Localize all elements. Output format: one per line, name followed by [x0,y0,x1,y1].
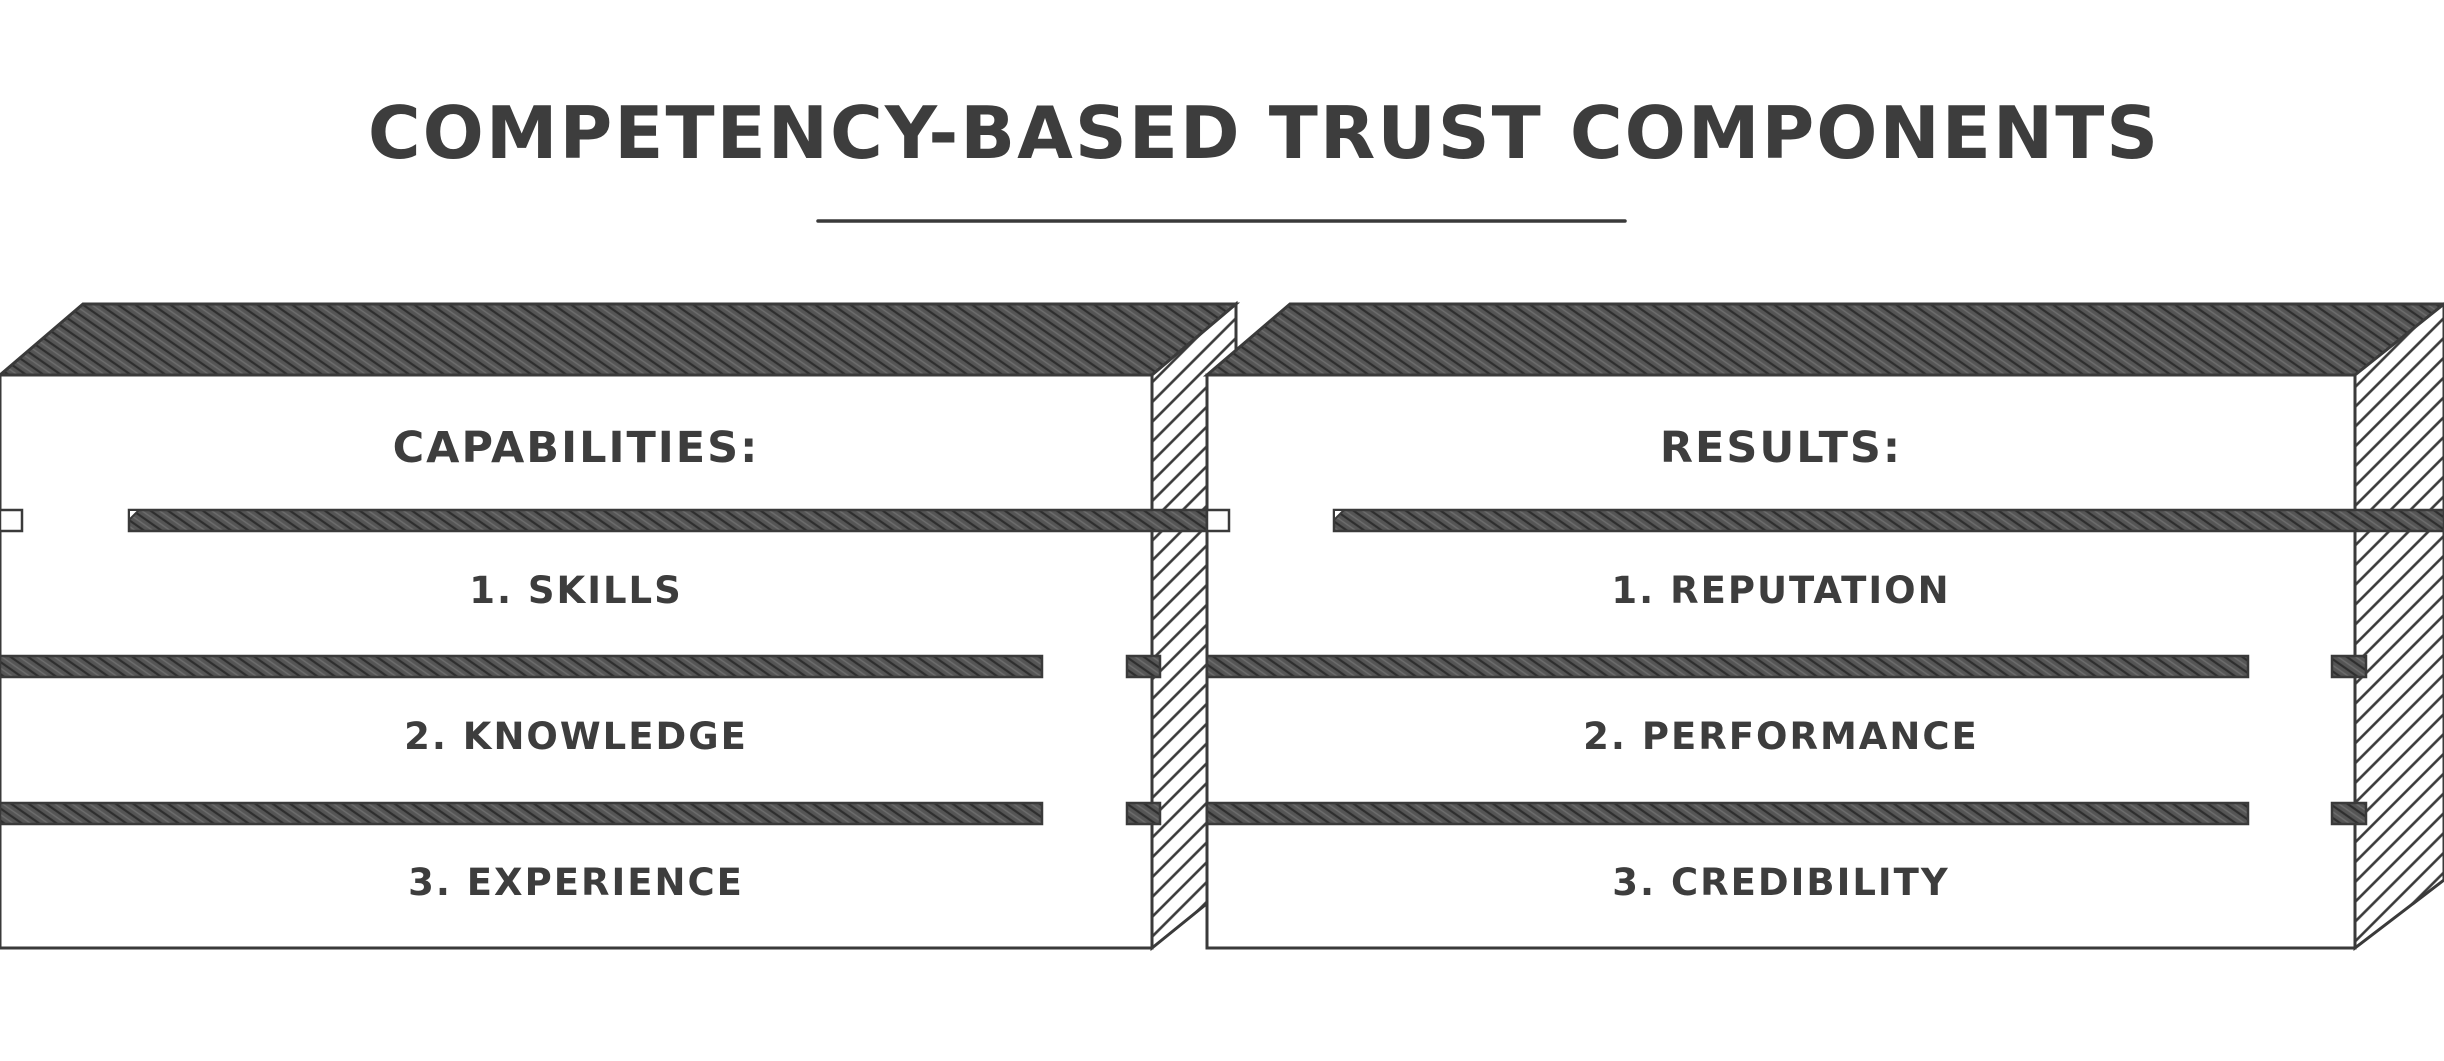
capabilities-divider-3 [0,801,1162,826]
results-panel: RESULTS: 1. REPUTATION 2. PERFORMANCE 3.… [1202,302,2444,952]
results-top-face [1202,302,2444,377]
capabilities-panel: CAPABILITIES: 1. SKILLS 2. KNOWLEDGE 3. … [0,300,1241,952]
results-heading: RESULTS: [1660,423,1902,473]
capabilities-divider-2 [0,654,1162,679]
page-title: COMPETENCY-BASED TRUST COMPONENTS [368,91,2160,175]
results-divider-3 [1205,801,2368,826]
results-divider-2 [1205,654,2368,679]
capabilities-heading: CAPABILITIES: [393,423,760,473]
capabilities-item-1: 1. SKILLS [469,569,683,612]
results-item-3: 3. CREDIBILITY [1612,861,1949,904]
capabilities-top-face [0,302,1241,377]
results-divider-1 [1205,508,2444,533]
results-item-1: 1. REPUTATION [1611,569,1950,612]
results-item-2: 2. PERFORMANCE [1583,715,1979,758]
results-side-face [2353,302,2444,952]
capabilities-item-2: 2. KNOWLEDGE [404,715,748,758]
capabilities-divider-1 [0,508,1230,533]
capabilities-item-3: 3. EXPERIENCE [408,861,744,904]
